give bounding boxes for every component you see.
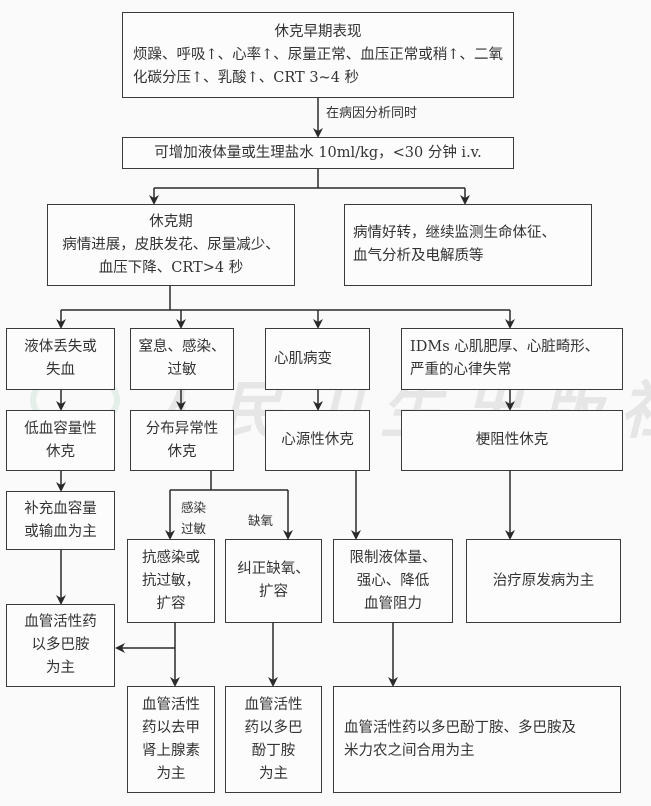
node-line: 严重的心律失常 — [410, 362, 512, 378]
node-line: 血管活性 — [142, 696, 200, 713]
node-line: 化碳分压↑、乳酸↑、CRT 3~4 秒 — [133, 69, 360, 86]
node-line: 纠正缺氧、 — [237, 561, 310, 577]
node-line: 扩容 — [259, 584, 288, 600]
node-line: 低血容量性 — [24, 420, 97, 437]
edge-label-infection: 感染 — [181, 500, 207, 515]
node-line: 为主 — [156, 765, 186, 782]
node-line: 液体丢失或 — [24, 339, 97, 355]
node-line: 酚丁胺 — [251, 742, 296, 759]
node-line: 失血 — [46, 362, 75, 378]
node-line: 休克 — [46, 443, 75, 460]
node-line: 病情进展，皮肤发花、尿量减少、 — [62, 236, 280, 253]
edge-label-allergy: 过敏 — [181, 521, 207, 536]
edge-label-simultaneous: 在病因分析同时 — [326, 106, 418, 121]
node-title: 休克早期表现 — [274, 23, 362, 40]
node-line: 分布异常性 — [145, 420, 219, 437]
node-line: 肾上腺素 — [142, 742, 200, 759]
node-line: 以多巴胺 — [31, 637, 90, 653]
node-tx-primary: 治疗原发病为主 — [466, 539, 621, 623]
node-line: 过敏 — [167, 362, 197, 378]
node-drug-dobutamine: 血管活性 药以多巴 酚丁胺 为主 — [225, 686, 322, 793]
node-line: 米力农之间合用为主 — [344, 742, 475, 759]
node-line: 药以去甲 — [142, 719, 200, 736]
node-line: 血气分析及电解质等 — [353, 248, 484, 264]
node-early-shock: 休克早期表现 烦躁、呼吸↑、心率↑、尿量正常、血压正常或稍↑、二氧 化碳分压↑、… — [122, 12, 514, 98]
node-tx-cardiogenic: 限制液体量、 强心、降低 血管阻力 — [333, 539, 453, 623]
node-line: 血管活性 — [244, 696, 303, 713]
node-line: 或输血为主 — [24, 523, 97, 540]
node-line: 血管活性药以多巴酚丁胺、多巴胺及 — [344, 719, 576, 736]
node-title: 休克期 — [149, 213, 193, 230]
node-line: 可增加液体量或生理盐水 10ml/kg，<30 分钟 i.v. — [154, 144, 482, 161]
node-cause-myocardial: 心肌病变 — [265, 328, 370, 390]
node-line: 抗感染或 — [142, 549, 200, 566]
node-line: 心源性休克 — [281, 432, 354, 448]
node-drug-combination: 血管活性药以多巴酚丁胺、多巴胺及 米力农之间合用为主 — [333, 686, 621, 793]
node-cause-idm: IDMs 心肌肥厚、心脏畸形、 严重的心律失常 — [401, 328, 623, 390]
node-tx-anti-infection: 抗感染或 抗过敏， 扩容 — [127, 539, 215, 623]
node-drug-dopamine: 血管活性药 以多巴胺 为主 — [6, 604, 115, 687]
node-line: 休克 — [167, 443, 197, 460]
node-cause-fluid-loss: 液体丢失或 失血 — [6, 328, 115, 390]
node-line: 烦躁、呼吸↑、心率↑、尿量正常、血压正常或稍↑、二氧 — [133, 46, 503, 63]
node-line: 窒息、感染、 — [138, 339, 226, 355]
node-line: 为主 — [259, 765, 288, 782]
node-line: 病情好转，继续监测生命体征、 — [353, 225, 556, 241]
node-drug-norepinephrine: 血管活性 药以去甲 肾上腺素 为主 — [127, 686, 215, 793]
node-line: 梗阻性休克 — [475, 432, 549, 448]
node-line: 血管活性药 — [24, 614, 97, 630]
node-type-hypovolemic: 低血容量性 休克 — [6, 410, 115, 471]
node-line: 扩容 — [156, 595, 186, 612]
node-line: 血压下降、CRT>4 秒 — [98, 259, 244, 276]
node-line: 抗过敏， — [142, 572, 200, 589]
node-line: 血管阻力 — [364, 595, 422, 612]
node-type-obstructive: 梗阻性休克 — [401, 410, 623, 471]
node-type-cardiogenic: 心源性休克 — [265, 410, 370, 471]
node-type-distributive: 分布异常性 休克 — [130, 410, 234, 471]
edge-label-hypoxia: 缺氧 — [248, 513, 274, 528]
node-line: 药以多巴 — [244, 719, 303, 736]
node-line: IDMs 心肌肥厚、心脏畸形、 — [410, 339, 600, 355]
node-line: 补充血容量 — [24, 500, 97, 517]
node-cause-infection: 窒息、感染、 过敏 — [130, 328, 234, 390]
node-fluid-bolus: 可增加液体量或生理盐水 10ml/kg，<30 分钟 i.v. — [122, 137, 514, 169]
node-line: 心肌病变 — [274, 350, 332, 367]
node-tx-hypoxia: 纠正缺氧、 扩容 — [225, 539, 322, 623]
node-shock-phase: 休克期 病情进展，皮肤发花、尿量减少、 血压下降、CRT>4 秒 — [47, 204, 295, 286]
node-tx-volume: 补充血容量 或输血为主 — [6, 491, 115, 550]
node-improving: 病情好转，继续监测生命体征、 血气分析及电解质等 — [344, 204, 592, 286]
node-line: 限制液体量、 — [349, 549, 437, 566]
node-line: 为主 — [46, 660, 75, 676]
node-line: 强心、降低 — [356, 572, 430, 589]
node-line: 治疗原发病为主 — [492, 572, 595, 589]
